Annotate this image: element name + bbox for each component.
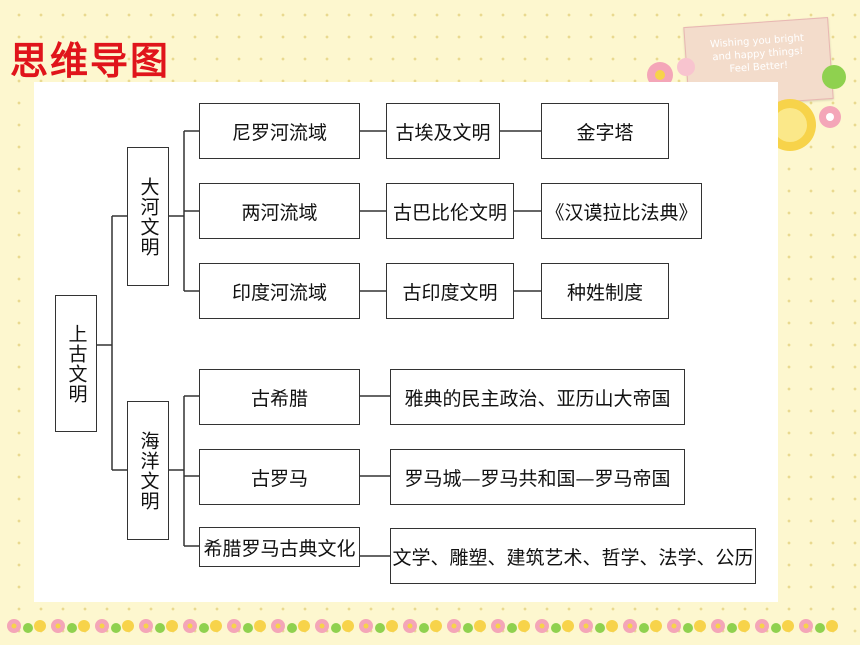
civilization-node: 古巴比伦文明 [386,183,514,239]
root-node: 上古文明 [55,295,97,432]
achievement-node: 文学、雕塑、建筑艺术、哲学、法学、公历 [390,528,756,584]
mindmap-panel: 上古文明 大河文明 海洋文明 尼罗河流域 古埃及文明 金字塔 两河流域 古巴比伦… [34,82,778,602]
region-node: 两河流域 [199,183,360,239]
civilization-node: 古印度文明 [386,263,514,319]
page-title: 思维导图 [10,39,171,83]
region-node: 古罗马 [199,449,360,505]
civilization-node: 古埃及文明 [386,103,500,159]
branch-node-river: 大河文明 [127,147,169,286]
flower-border-decoration [7,619,838,633]
region-node: 印度河流域 [199,263,360,319]
achievement-node: 雅典的民主政治、亚历山大帝国 [390,369,685,425]
region-node: 希腊罗马古典文化 [199,527,360,567]
achievement-node: 金字塔 [541,103,669,159]
achievement-node: 种姓制度 [541,263,669,319]
connector-lines [96,130,541,557]
region-node: 尼罗河流域 [199,103,360,159]
branch-node-ocean: 海洋文明 [127,401,169,540]
region-node: 古希腊 [199,369,360,425]
achievement-node: 罗马城—罗马共和国—罗马帝国 [390,449,685,505]
achievement-node: 《汉谟拉比法典》 [541,183,702,239]
